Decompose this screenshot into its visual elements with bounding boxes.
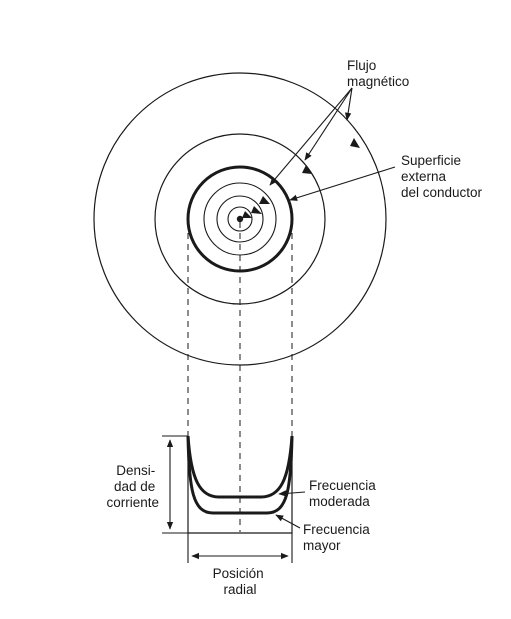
flux-label: Flujo magnético — [347, 58, 409, 89]
flux-label-line-1: Flujo — [347, 58, 376, 73]
surface-leader — [289, 166, 396, 201]
conductor-center-dot — [236, 215, 244, 223]
high-frequency-label-line-2: mayor — [303, 538, 341, 553]
high-frequency-label: Frecuencia mayor — [303, 522, 374, 553]
surface-label-line-2: externa — [401, 169, 447, 184]
moderate-frequency-label: Frecuencia moderada — [309, 478, 380, 509]
radial-axis-arrow — [187, 533, 293, 563]
flux-direction-arrow-3 — [259, 196, 270, 204]
surface-label: Superficie externa del conductor — [401, 153, 483, 200]
flux-leader-3 — [344, 87, 353, 121]
projection-lines — [187, 222, 293, 532]
surface-label-line-3: del conductor — [401, 185, 483, 200]
flux-leader-1 — [269, 87, 353, 186]
radial-label-line-1: Posición — [213, 566, 264, 581]
flux-direction-arrow-5 — [350, 138, 360, 148]
flux-direction-arrow-2 — [242, 211, 252, 218]
plot-axes — [187, 436, 293, 534]
moderate-frequency-label-line-2: moderada — [309, 494, 370, 509]
density-label-line-1: Densi- — [116, 463, 155, 478]
density-plot — [186, 435, 294, 534]
flux-circle-inner-3 — [227, 206, 253, 232]
moderate-frequency-leader — [278, 490, 306, 497]
flux-circle-inner-2 — [216, 195, 264, 243]
high-frequency-label-line-1: Frecuencia — [303, 522, 370, 537]
flux-leader-2 — [304, 87, 353, 161]
flux-direction-arrows — [242, 138, 360, 218]
high-frequency-leader — [275, 514, 301, 529]
curve-moderate-frequency — [186, 435, 294, 499]
moderate-frequency-label-line-1: Frecuencia — [309, 478, 376, 493]
density-label: Densi- dad de corriente — [106, 463, 159, 510]
frequency-leaders — [275, 490, 306, 529]
radial-label-line-2: radial — [223, 582, 256, 597]
curve-high-frequency — [186, 435, 294, 515]
surface-label-line-1: Superficie — [401, 153, 461, 168]
density-label-line-3: corriente — [106, 495, 159, 510]
flux-direction-arrow-4 — [302, 165, 312, 174]
radial-label: Posición radial — [213, 566, 268, 597]
flux-label-line-2: magnético — [347, 74, 409, 89]
density-axis-arrow — [162, 435, 188, 534]
flux-direction-arrow-1 — [251, 206, 262, 214]
flux-leaders — [269, 87, 353, 186]
density-label-line-2: dad de — [114, 479, 155, 494]
